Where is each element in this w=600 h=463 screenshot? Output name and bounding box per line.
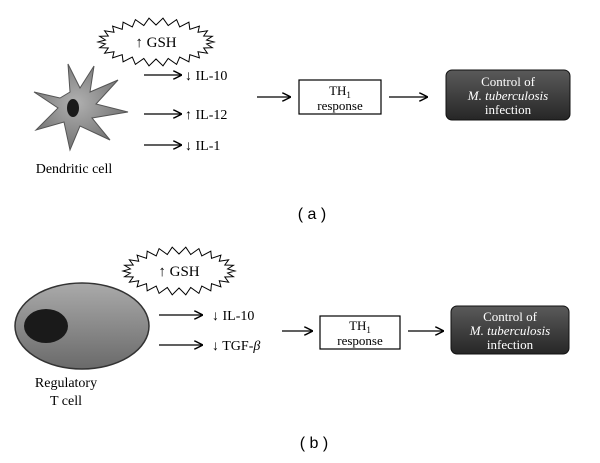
gsh-burst-b: ↑ GSH bbox=[121, 246, 237, 296]
th1-label: TH1 bbox=[329, 83, 351, 100]
outcome-line-3: infection bbox=[487, 337, 534, 352]
outcome-line-1: Control of bbox=[483, 309, 537, 324]
th1-label: TH1 bbox=[349, 318, 371, 335]
regulatory-t-cell-icon bbox=[14, 282, 150, 370]
gsh-label: ↑ GSH bbox=[135, 35, 176, 51]
effect-il10: ↓ IL-10 bbox=[185, 69, 227, 84]
nucleus-icon bbox=[67, 99, 79, 117]
effect-il1: ↓ IL-1 bbox=[185, 139, 220, 154]
th1-response-box bbox=[319, 315, 401, 350]
th1-response-label: response bbox=[337, 333, 383, 348]
t-cell-label-line-1: Regulatory bbox=[35, 376, 97, 391]
nucleus-icon bbox=[24, 309, 68, 343]
panel-b: ↑ GSH Regulatory T cell ↓ IL-10 ↓ TGF-β … bbox=[14, 246, 570, 452]
effect-il12: ↑ IL-12 bbox=[185, 108, 227, 123]
effect-tgf-beta: ↓ TGF-β bbox=[212, 339, 260, 354]
gsh-burst-a: ↑ GSH bbox=[96, 17, 216, 67]
burst-shape bbox=[121, 246, 237, 296]
outcome-box bbox=[450, 305, 570, 355]
t-cell-label-line-2: T cell bbox=[50, 394, 82, 409]
caption-a: ( a ) bbox=[298, 206, 326, 223]
caption-b: ( b ) bbox=[300, 435, 328, 452]
gsh-label: ↑ GSH bbox=[158, 264, 199, 280]
dendritic-cell-label: Dendritic cell bbox=[36, 162, 113, 177]
dendritic-cell-icon bbox=[33, 63, 129, 152]
th1-response-box bbox=[298, 79, 382, 115]
panel-a: ↑ GSH Dendritic cell ↓ IL-10 ↑ IL-12 ↓ I… bbox=[33, 17, 571, 223]
burst-shape bbox=[96, 17, 216, 67]
outcome-line-2: M. tuberculosis bbox=[469, 323, 550, 338]
th1-response-label: response bbox=[317, 98, 363, 113]
outcome-box bbox=[445, 69, 571, 121]
outcome-line-1: Control of bbox=[481, 74, 535, 89]
outcome-line-3: infection bbox=[485, 102, 532, 117]
effect-il10: ↓ IL-10 bbox=[212, 309, 254, 324]
outcome-line-2: M. tuberculosis bbox=[467, 88, 548, 103]
